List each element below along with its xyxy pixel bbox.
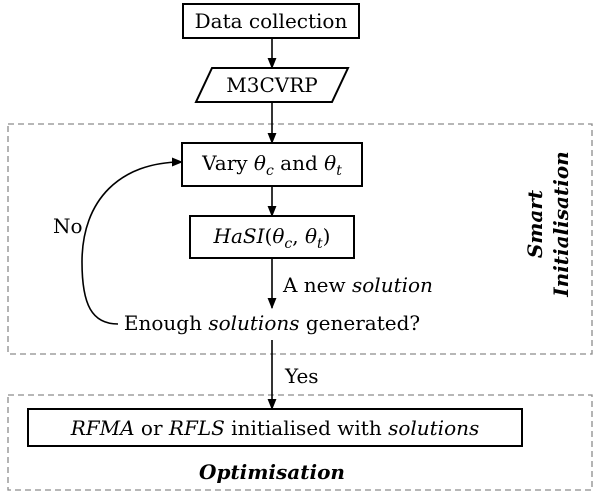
node-data-collection-label: Data collection — [195, 9, 348, 33]
node-hasi — [189, 215, 355, 259]
node-vary-thetas-label: Vary θc and θt — [201, 151, 342, 179]
edge-label-no: No — [53, 214, 83, 238]
node-data-collection — [182, 3, 360, 39]
edge-label-yes: Yes — [284, 364, 319, 388]
node-m3cvrp — [194, 67, 350, 103]
node-enough-solutions: Enough solutions generated? — [124, 311, 420, 335]
edge-no-loop — [81, 157, 184, 325]
node-vary-thetas — [181, 142, 363, 187]
smart-initialisation-region — [7, 123, 593, 355]
optimisation-region — [7, 394, 593, 491]
node-final-algorithm — [27, 408, 523, 447]
node-m3cvrp-label: M3CVRP — [226, 73, 317, 97]
node-hasi-label: HaSI(θc, θt) — [213, 224, 331, 252]
smart-initialisation-label: Smart Initialisation — [523, 151, 573, 297]
smart-label-line1: Smart — [523, 189, 547, 258]
smart-label-line2: Initialisation — [549, 151, 573, 297]
optimisation-label: Optimisation — [199, 460, 345, 484]
node-final-algorithm-label: RFMA or RFLS initialised with solutions — [70, 416, 480, 440]
edge-label-new-solution: A new solution — [282, 273, 433, 297]
